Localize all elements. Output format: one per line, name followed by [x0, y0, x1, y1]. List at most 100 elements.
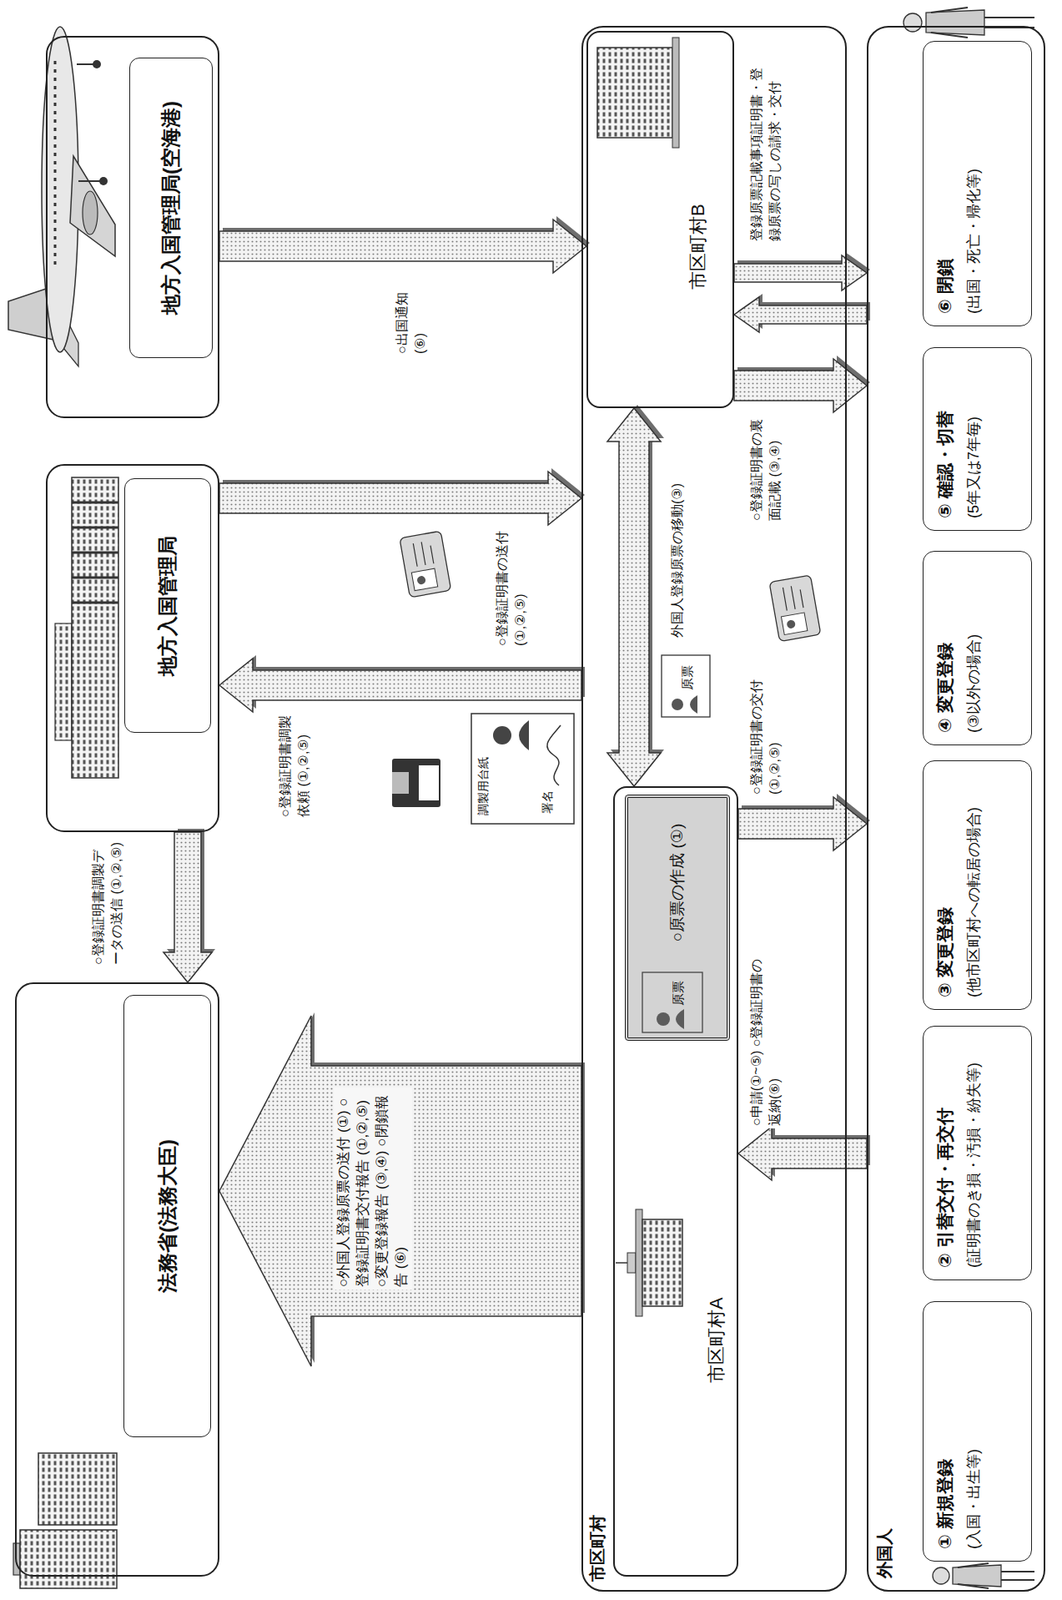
floppy-disk	[392, 758, 441, 807]
flow-arrow	[219, 468, 585, 525]
flow-arrow	[219, 1011, 585, 1366]
airplane-wheel	[99, 176, 108, 186]
card-lines	[782, 584, 804, 611]
agency-box: 法務省(法務大臣)	[15, 981, 220, 1576]
arrow-body	[734, 255, 867, 291]
flow-arrow	[738, 793, 871, 851]
airplane-gear	[76, 64, 101, 182]
person-limbs	[957, 1562, 1035, 1588]
node-body: (証明書のき損・汚損・紛失等)	[964, 1037, 984, 1268]
person-body	[952, 1564, 1002, 1586]
node-title: ① 新規登録	[933, 1313, 957, 1549]
floppy-body	[392, 758, 441, 807]
step-box: ④ 変更登録(③以外の場合)	[922, 550, 1032, 745]
node-title: 市区町村	[586, 1514, 609, 1581]
node-body: (出国・死亡・帰化等)	[964, 53, 984, 314]
card-face	[671, 698, 684, 710]
building-columns	[71, 502, 119, 603]
agency-box: 地方入国管理局	[45, 463, 220, 832]
building-base	[672, 37, 680, 148]
person-head	[932, 1566, 950, 1584]
edge-label: 登録原票記載事項証明書・登録原票の写しの請求・交付	[746, 59, 785, 244]
card-body	[399, 530, 452, 598]
edge-label: 外国人登録原票の移動(③)	[667, 426, 688, 640]
floppy-shutter	[392, 771, 409, 794]
node-title: ⑥ 閉鎖	[933, 53, 957, 314]
edge-label: ○出国通知 (⑥)	[392, 267, 430, 357]
node-title: ⑤ 確認・切替	[933, 359, 957, 519]
flow-arrow	[163, 828, 216, 982]
building-upper	[55, 623, 72, 740]
card-lines	[412, 540, 434, 567]
signature-stroke	[547, 724, 561, 786]
flow-arrow	[734, 355, 871, 413]
icon-label: 署名	[540, 790, 555, 814]
flow-arrow	[219, 654, 585, 712]
airplane-wheel	[92, 60, 101, 69]
step-box: ⑤ 確認・切替 (5年又は7年毎)	[922, 347, 1032, 531]
node-title: 地方入国管理局(空海港)	[129, 57, 213, 358]
arrow-body	[738, 1126, 867, 1180]
building-body	[597, 47, 673, 138]
municipality-box: 市区町村A ○原票の作成 (①)	[613, 785, 739, 1576]
arrow-body	[219, 471, 582, 525]
sheet-face	[493, 725, 512, 745]
airplane	[8, 26, 116, 367]
card-photo	[411, 568, 438, 591]
icon-label: 調製用台紙	[476, 756, 491, 816]
step-box: ⑥ 閉鎖 (出国・死亡・帰化等)	[922, 40, 1032, 327]
card-body	[661, 654, 710, 717]
node-title: ③ 変更登録	[933, 772, 957, 997]
certificate-card	[399, 530, 452, 598]
node-body: (5年又は7年毎)	[964, 359, 984, 519]
edge-label: ○登録証明書調製依頼 (①,②,⑤)	[275, 704, 313, 820]
flow-arrow	[219, 216, 590, 273]
certificate-card	[769, 574, 821, 642]
edge-label: ○登録証明書の交付 (①,②,⑤)	[746, 658, 785, 797]
arrow-body	[219, 219, 587, 273]
building-roof	[635, 1208, 643, 1316]
flow-arrow	[734, 251, 871, 291]
flag-pole	[615, 1261, 628, 1264]
card-face	[785, 619, 796, 630]
building-tower	[627, 1252, 636, 1273]
step-box: ③ 変更登録(他市区町村への転居の場合)	[922, 760, 1032, 1010]
card-shoulders	[689, 694, 698, 714]
node-title: 地方入国管理局	[124, 478, 212, 733]
group-band: 外国人① 新規登録(入国・出生等)② 引替交付・再交付(証明書のき損・汚損・紛失…	[866, 25, 1046, 1591]
node-title: 市区町村A	[704, 1296, 730, 1383]
node-title: ② 引替交付・再交付	[933, 1037, 957, 1268]
step-box: ② 引替交付・再交付 (証明書のき損・汚損・紛失等)	[922, 1025, 1032, 1280]
node-title: 外国人	[873, 1527, 896, 1578]
city-hall-a	[615, 1208, 683, 1316]
airplane-wing	[70, 156, 116, 257]
arrow-body	[734, 358, 867, 413]
edge-label: ○申請(①~⑤) ○登録証明書の返納(⑥)	[746, 951, 785, 1128]
edge-label: ○登録証明書の裏面記載 (③,④)	[746, 409, 785, 524]
person-head	[903, 13, 922, 32]
ministry-building	[13, 1452, 117, 1588]
airplane-engine	[82, 191, 98, 235]
process-box: ○原票の作成 (①)	[624, 794, 730, 1041]
building-body	[642, 1218, 683, 1306]
floppy-label	[418, 765, 439, 801]
mount-sheet	[471, 713, 574, 824]
agency-box: 地方入国管理局(空海港)	[45, 35, 220, 418]
arrow-body	[219, 658, 582, 712]
sheet-shoulders	[518, 719, 529, 750]
building-tower	[38, 1452, 117, 1525]
arrow-body	[734, 296, 867, 333]
node-title: 法務省(法務大臣)	[123, 994, 212, 1437]
flow-arrow	[607, 404, 665, 786]
edge-label: ○登録証明書調製データの送信 (①,②,⑤)	[88, 835, 126, 967]
person-limbs	[931, 7, 1035, 38]
person-body	[926, 10, 985, 36]
flow-arrow	[738, 1122, 871, 1180]
municipality-box: 市区町村B	[586, 30, 735, 408]
sheet-body	[471, 713, 574, 824]
icon-label: 原票	[679, 664, 695, 690]
edge-label: ○外国人登録原票の送付 (①) ○登録証明書交付報告 (①,②,⑤) ○変更登録…	[333, 1087, 413, 1289]
edge-label: ○登録証明書の送付 (①,②,⑤)	[492, 521, 530, 649]
card-face	[416, 574, 427, 585]
